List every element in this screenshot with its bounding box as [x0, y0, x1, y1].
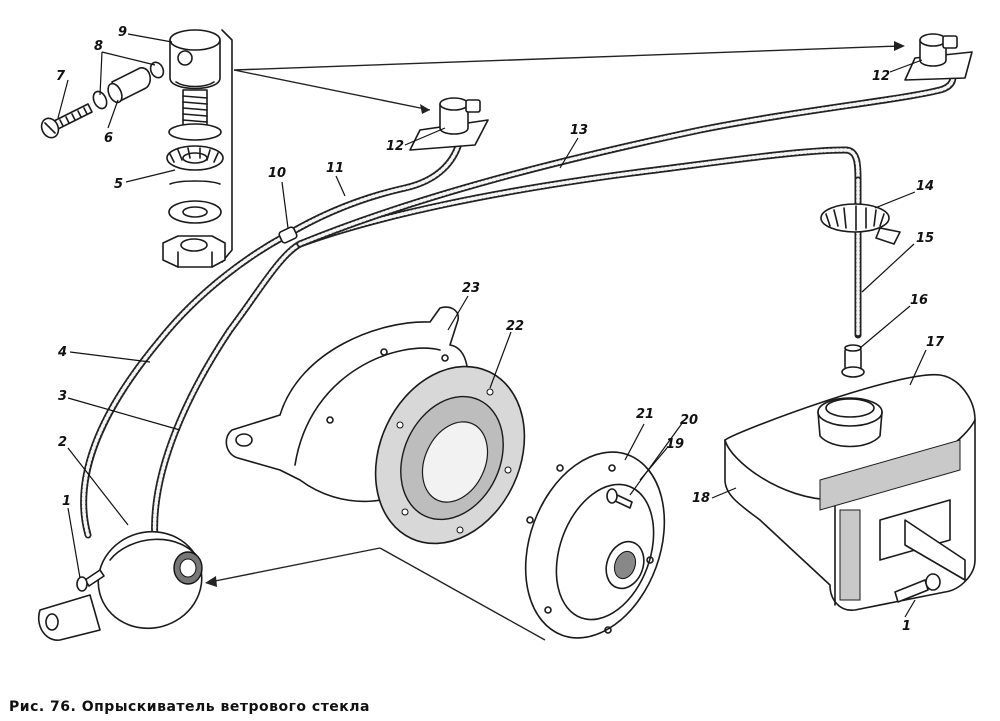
callout-12-left: 12: [386, 139, 404, 154]
callout-6: 6: [104, 131, 113, 146]
figure-caption: Рис. 76. Опрыскиватель ветрового стекла: [9, 699, 371, 715]
hose-3: [151, 146, 862, 544]
lock-washer-5: [166, 145, 224, 171]
flat-washer: [168, 200, 222, 224]
callout-10: 10: [268, 166, 286, 181]
callout-1-right: 1: [902, 619, 911, 634]
callout-22: 22: [506, 319, 524, 334]
callout-20: 20: [680, 413, 698, 428]
callout-11: 11: [326, 161, 344, 176]
fitting-16: [841, 344, 865, 378]
screw-20: [606, 488, 633, 509]
callout-21: 21: [636, 407, 654, 422]
callout-5: 5: [114, 177, 123, 192]
callout-17: 17: [926, 335, 945, 350]
housing-21: [524, 451, 666, 639]
callout-2: 2: [58, 435, 67, 450]
assembly-arrows: [205, 41, 905, 641]
callout-labels: 1 1 2 3 4 5 6 7 8 9 10 11 12 12 13 14 15…: [56, 25, 945, 634]
callout-16: 16: [910, 293, 928, 308]
callout-23: 23: [462, 281, 480, 296]
callout-18: 18: [692, 491, 710, 506]
pump-body-2: [38, 530, 203, 641]
pump-button-9: [169, 29, 221, 90]
screw-7: [40, 103, 93, 139]
reservoir-17: [724, 373, 976, 611]
callout-13: 13: [570, 123, 588, 138]
hose-4: [80, 232, 289, 539]
callout-9: 9: [118, 25, 127, 40]
ring-8: [92, 61, 165, 110]
pump-assembly: [40, 29, 233, 268]
sleeve-6: [107, 67, 152, 104]
callout-8: 8: [94, 39, 103, 54]
callout-12-right: 12: [872, 69, 890, 84]
callout-3: 3: [58, 389, 67, 404]
callout-1-left: 1: [62, 494, 71, 509]
callout-14: 14: [916, 179, 934, 194]
tee-connector-10: [278, 226, 298, 244]
callout-4: 4: [57, 345, 67, 360]
hose-11: [281, 136, 464, 240]
leader-lines: [57, 33, 927, 618]
hex-nut: [162, 235, 226, 268]
callout-7: 7: [56, 69, 66, 84]
grommet-14: [820, 203, 901, 245]
diaphragm-22: [374, 365, 526, 545]
nozzle-12-right: [904, 33, 973, 81]
hose-13: [296, 66, 957, 248]
nozzle-12-left: [409, 97, 489, 151]
callout-19: 19: [666, 437, 684, 452]
callout-15: 15: [916, 231, 934, 246]
pump-stem: [168, 89, 222, 141]
